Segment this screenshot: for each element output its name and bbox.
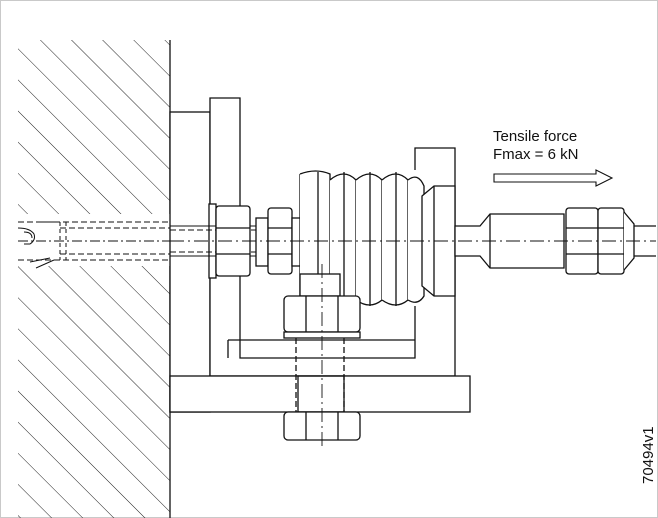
base-plate [169, 375, 471, 413]
concrete-wall [18, 40, 171, 518]
rod-exit [634, 225, 656, 257]
tensile-force-arrow [493, 169, 614, 187]
figure-id: 70494v1 [640, 426, 657, 484]
force-label-title: Tensile force [493, 128, 578, 145]
force-label-value: Fmax = 6 kN [493, 146, 579, 163]
center-lines [170, 240, 656, 450]
anchor-bolt [17, 221, 210, 269]
coil-spring [299, 170, 425, 306]
wall-plate [169, 111, 211, 413]
hex-nut-right [565, 207, 635, 275]
